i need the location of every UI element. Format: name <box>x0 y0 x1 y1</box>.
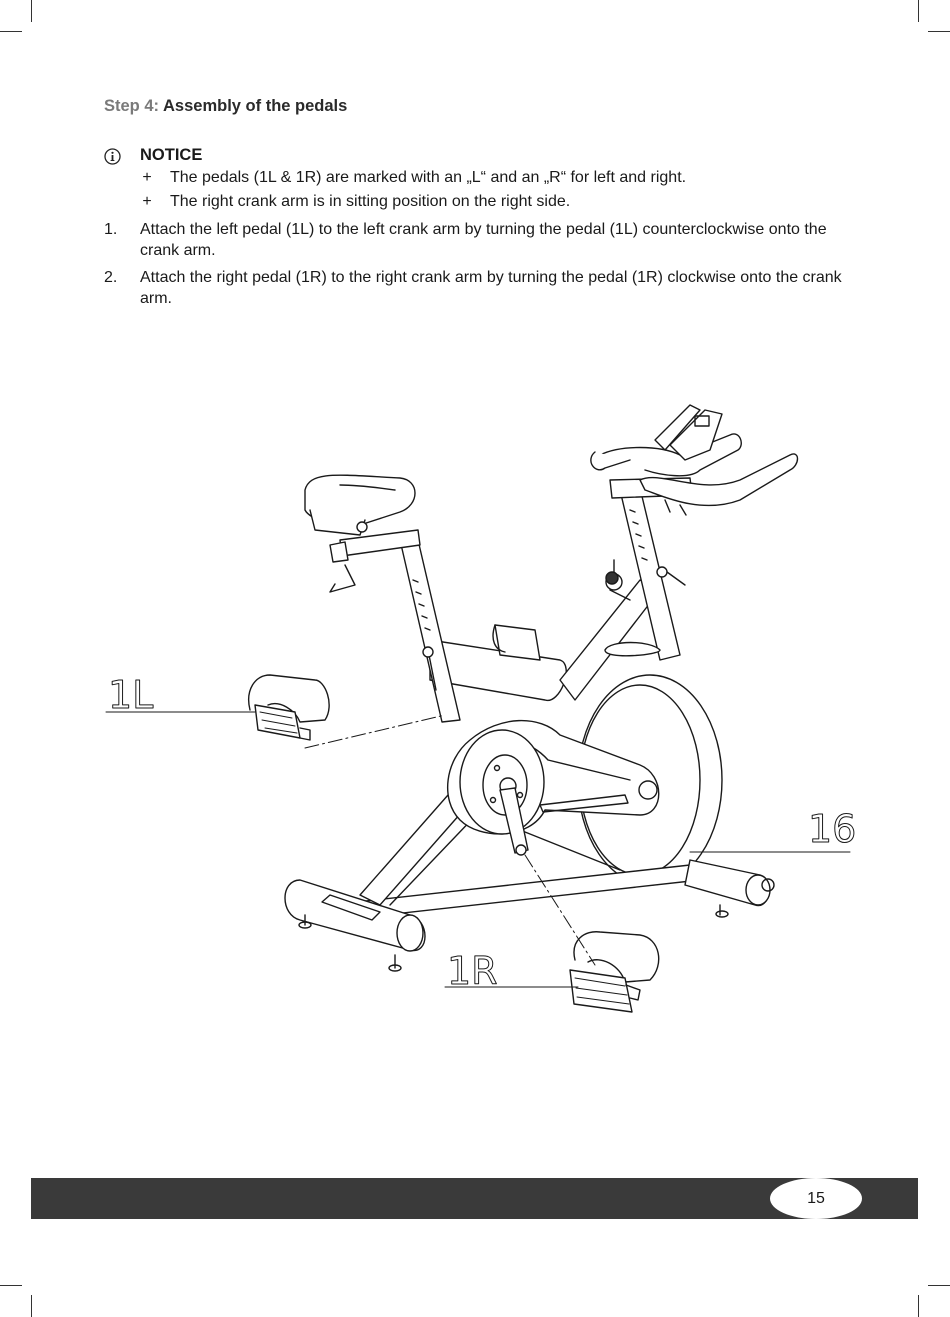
label-1r: 1R <box>447 949 498 993</box>
label-16: 16 <box>808 807 856 851</box>
bullet-text: The pedals (1L & 1R) are marked with an … <box>170 169 687 186</box>
seat-post <box>329 529 461 723</box>
crop-mark <box>918 0 919 22</box>
crop-mark <box>928 1285 950 1286</box>
bullet-symbol: + <box>142 193 152 210</box>
crop-mark <box>0 31 22 32</box>
base-frame <box>284 859 775 972</box>
right-pedal-1r <box>569 931 660 1013</box>
bullet-symbol: + <box>142 169 152 186</box>
saddle <box>304 474 416 536</box>
step-text: Attach the right pedal (1R) to the right… <box>140 269 842 307</box>
crop-mark <box>928 31 950 32</box>
crop-mark <box>0 1285 22 1286</box>
step-title: Assembly of the pedals <box>163 97 348 115</box>
handlebar <box>590 404 799 516</box>
notice-title: NOTICE <box>140 146 203 164</box>
leader-lines <box>105 711 851 988</box>
brake-knob <box>604 571 661 657</box>
step-text: Attach the left pedal (1L) to the left c… <box>140 221 827 259</box>
step-item: 1. Attach the left pedal (1L) to the lef… <box>104 219 849 261</box>
chain-guard <box>447 719 660 835</box>
crop-mark <box>31 1295 32 1317</box>
crop-mark <box>31 0 32 22</box>
spin-bike-diagram: 1L 1R 16 <box>105 404 857 1013</box>
crank-arm <box>499 787 529 856</box>
page-number: 15 <box>770 1178 862 1219</box>
crop-mark <box>918 1295 919 1317</box>
left-pedal-1l <box>248 674 330 741</box>
step-number: 1. <box>104 221 118 238</box>
bullet-text: The right crank arm is in sitting positi… <box>170 193 571 210</box>
step-number: 2. <box>104 269 118 286</box>
step-item: 2. Attach the right pedal (1R) to the ri… <box>104 267 849 309</box>
step-heading: Step 4: Assembly of the pedals <box>104 97 347 116</box>
bottle-holder <box>492 624 541 661</box>
step-prefix: Step 4: <box>104 97 160 115</box>
info-circle-icon <box>104 148 121 165</box>
label-1l: 1L <box>108 673 153 717</box>
